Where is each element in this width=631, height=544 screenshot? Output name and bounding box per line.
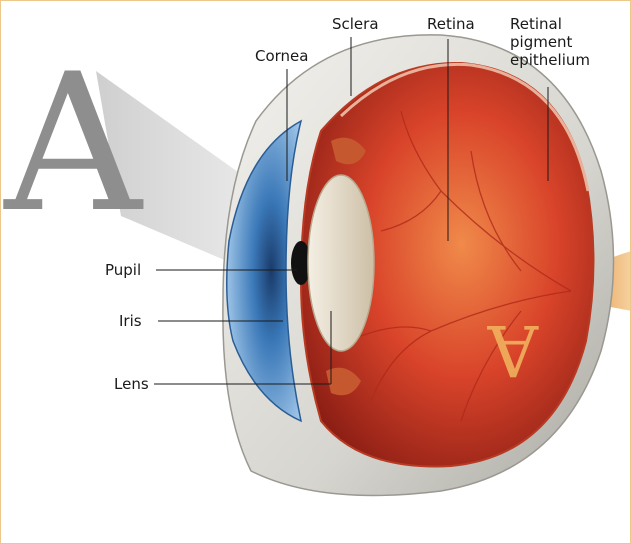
label-lens: Lens [114,375,149,393]
label-rpe-line-1: Retinal [510,15,590,33]
label-rpe-line-2: pigment [510,33,590,51]
label-iris: Iris [119,312,142,330]
label-retina: Retina [427,15,475,33]
object-letter-a: A [2,33,144,254]
label-sclera: Sclera [332,15,379,33]
label-rpe-line-3: epithelium [510,51,590,69]
retina-image-letter-a: A [486,309,539,391]
label-retinal-pigment-epithelium: Retinal pigment epithelium [510,15,590,69]
label-pupil: Pupil [105,261,141,279]
label-cornea: Cornea [255,47,308,65]
lens [308,175,374,351]
